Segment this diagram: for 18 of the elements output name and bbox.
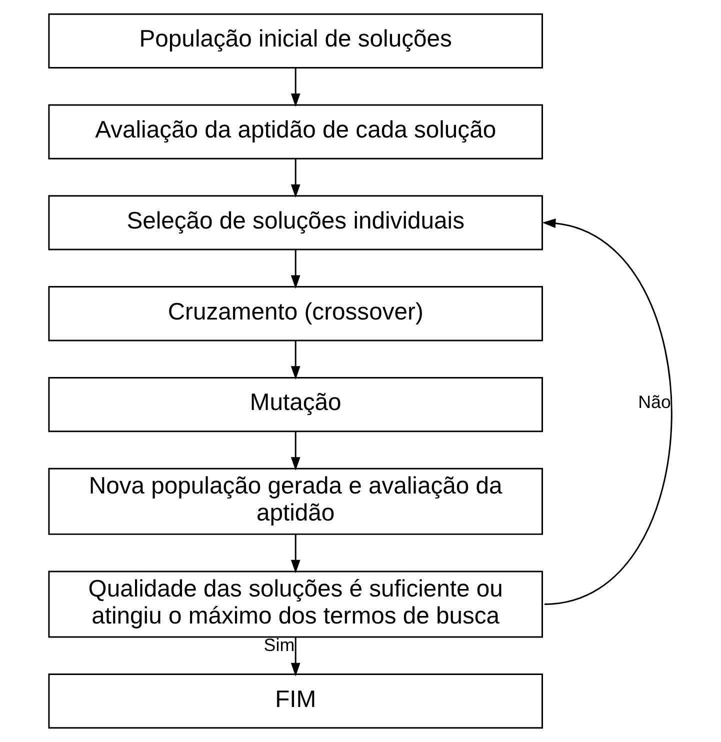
arrow bbox=[290, 250, 300, 289]
node-box: Seleção de soluções individuais bbox=[48, 195, 543, 250]
node-box: Nova população gerada e avaliação da aptidão bbox=[48, 468, 543, 535]
node-box: FIM bbox=[48, 674, 543, 729]
node-box: População inicial de soluções bbox=[48, 13, 543, 68]
node-box: Avaliação da aptidão de cada solução bbox=[48, 104, 543, 160]
edge-label: Sim bbox=[264, 635, 295, 656]
node-box: Qualidade das soluções é suficiente ou atingiu o máximo dos termos de busca bbox=[48, 570, 543, 638]
arrow bbox=[290, 340, 300, 380]
arrow bbox=[290, 432, 300, 471]
node-box: Mutação bbox=[48, 376, 543, 432]
node-box: Cruzamento (crossover) bbox=[48, 286, 543, 342]
arrow bbox=[542, 218, 672, 605]
edge-label: Não bbox=[638, 392, 671, 412]
arrow bbox=[290, 638, 300, 676]
arrow bbox=[290, 534, 300, 574]
arrow bbox=[290, 158, 300, 198]
arrow bbox=[290, 68, 300, 107]
